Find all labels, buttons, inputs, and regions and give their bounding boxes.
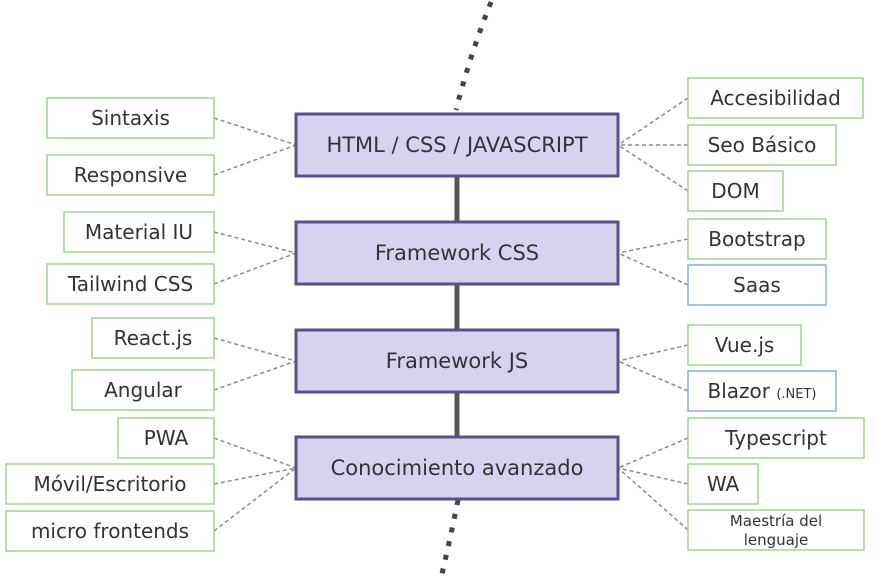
stage-conocimiento-avanzado: Conocimiento avanzado — [294, 435, 620, 501]
topic-label-main: Blazor — [707, 379, 776, 403]
topic-label: micro frontends — [31, 519, 189, 543]
topic-dom: DOM — [687, 170, 784, 212]
stage-html-css-javascript: HTML / CSS / JAVASCRIPT — [294, 112, 620, 178]
topic-blazor: Blazor (.NET) — [687, 370, 837, 412]
topic-box — [687, 124, 837, 166]
topic-box — [687, 170, 784, 212]
topic-label: Tailwind CSS — [67, 272, 193, 296]
topic-vue-js: Vue.js — [687, 324, 802, 366]
topic-label: Bootstrap — [708, 227, 805, 251]
connector-tailwind-css — [213, 252, 297, 285]
topic-label: React.js — [114, 326, 193, 350]
topic-label: Maestría del — [730, 512, 822, 530]
topic-box — [687, 370, 837, 412]
stage-box — [294, 435, 620, 501]
topic-box — [46, 263, 215, 305]
topic-box — [687, 218, 827, 260]
topic-typescript: Typescript — [687, 417, 865, 459]
topic-micro-frontends: micro frontends — [5, 510, 215, 552]
topic-box — [71, 369, 215, 411]
topic-label-line2: lenguaje — [744, 531, 809, 549]
topic-box — [687, 417, 865, 459]
topic-label: Material IU — [85, 220, 193, 244]
connector-saas — [617, 252, 689, 286]
connector-angular — [213, 360, 297, 391]
topic-box — [5, 463, 215, 505]
topic-label: Angular — [104, 378, 183, 402]
connector-responsive — [213, 144, 297, 176]
topic-label: Responsive — [74, 163, 187, 187]
stage-box — [294, 220, 620, 286]
topic-box — [91, 317, 215, 359]
topic-label: Móvil/Escritorio — [33, 472, 186, 496]
stage-framework-css: Framework CSS — [294, 220, 620, 286]
topic-material-iu: Material IU — [63, 211, 215, 253]
connector-react-js — [213, 337, 297, 362]
stage-label: Conocimiento avanzado — [331, 456, 584, 480]
topic-angular: Angular — [71, 369, 215, 411]
topic-box — [117, 417, 215, 459]
topic-label: Accesibilidad — [710, 86, 841, 110]
topic-movil-escritorio: Móvil/Escritorio — [5, 463, 215, 505]
dotted-path-top — [453, 1, 494, 111]
connector-wa — [617, 467, 689, 485]
connector-material-iu — [213, 231, 297, 254]
topic-label: Typescript — [724, 426, 827, 450]
topic-label: Blazor (.NET) — [707, 379, 816, 403]
stage-framework-js: Framework JS — [294, 328, 620, 394]
topic-seo-basico: Seo Básico — [687, 124, 837, 166]
topic-box — [687, 264, 827, 306]
topic-box — [46, 154, 215, 196]
stage-label: Framework CSS — [375, 241, 539, 265]
topic-box — [687, 77, 864, 119]
topic-label-sub: (.NET) — [776, 387, 816, 402]
topic-label: PWA — [144, 426, 189, 450]
topic-box — [687, 324, 802, 366]
topic-box — [5, 510, 215, 552]
connector-dom — [617, 144, 689, 192]
dotted-path-bottom — [438, 499, 461, 579]
topic-sintaxis: Sintaxis — [46, 97, 215, 139]
topic-label: DOM — [711, 179, 759, 203]
topic-accesibilidad: Accesibilidad — [687, 77, 864, 119]
connector-bootstrap — [617, 238, 689, 254]
topic-react-js: React.js — [91, 317, 215, 359]
connector-accesibilidad — [617, 97, 689, 146]
topic-label: WA — [707, 472, 740, 496]
stage-label: Framework JS — [386, 349, 528, 373]
topic-label: Sintaxis — [91, 106, 170, 130]
connector-sintaxis — [213, 117, 297, 146]
topic-box — [46, 97, 215, 139]
topic-wa: WA — [687, 463, 759, 505]
connector-blazor — [617, 360, 689, 392]
topic-box — [687, 509, 865, 551]
topic-box — [687, 463, 759, 505]
topic-responsive: Responsive — [46, 154, 215, 196]
topic-label: Seo Básico — [708, 133, 817, 157]
topic-label: Saas — [733, 273, 781, 297]
connector-micro-frontends — [213, 467, 297, 532]
connector-vue-js — [617, 344, 689, 362]
connector-pwa — [213, 437, 297, 469]
topic-box — [63, 211, 215, 253]
stage-box — [294, 112, 620, 178]
topic-label: Vue.js — [715, 333, 775, 357]
topic-tailwind-css: Tailwind CSS — [46, 263, 215, 305]
topic-bootstrap: Bootstrap — [687, 218, 827, 260]
topic-saas: Saas — [687, 264, 827, 306]
connector-maestria-del — [617, 467, 689, 531]
stage-box — [294, 328, 620, 394]
topic-pwa: PWA — [117, 417, 215, 459]
connector-movil-escritorio — [213, 467, 297, 485]
stage-label: HTML / CSS / JAVASCRIPT — [326, 133, 587, 157]
connector-typescript — [617, 437, 689, 469]
